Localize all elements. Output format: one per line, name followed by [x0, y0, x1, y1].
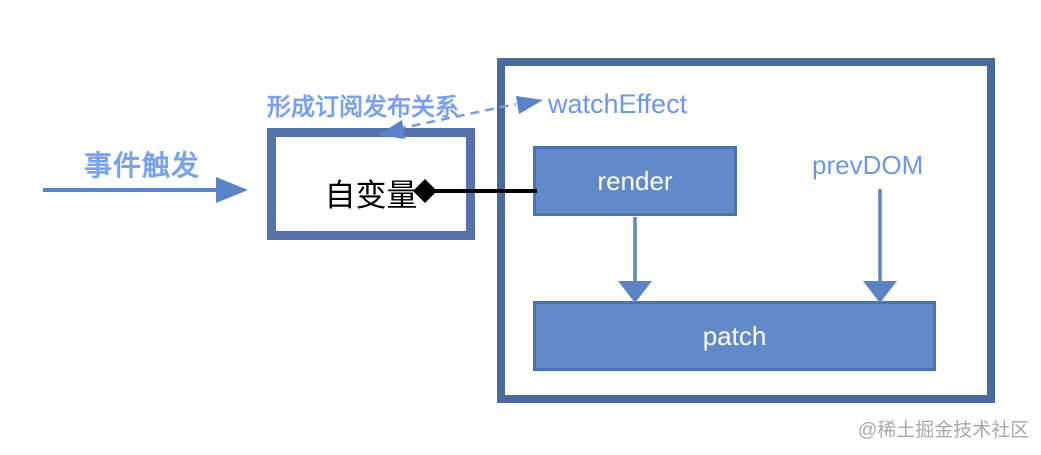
pubsub-relationship-label: 形成订阅发布关系 [267, 94, 459, 121]
patch-box: patch [533, 301, 936, 371]
watermark: @稀土掘金技术社区 [858, 420, 1030, 441]
patch-box-label: patch [702, 320, 767, 351]
watcheffect-container-box [497, 58, 995, 403]
render-box: render [533, 146, 737, 216]
watcheffect-label: watchEffect [548, 89, 688, 119]
variable-box-label: 自变量 [324, 177, 418, 213]
variable-box: 自变量 [267, 128, 475, 240]
event-trigger-label: 事件触发 [84, 150, 201, 181]
render-box-label: render [597, 165, 673, 196]
prevdom-label: prevDOM [812, 150, 924, 180]
